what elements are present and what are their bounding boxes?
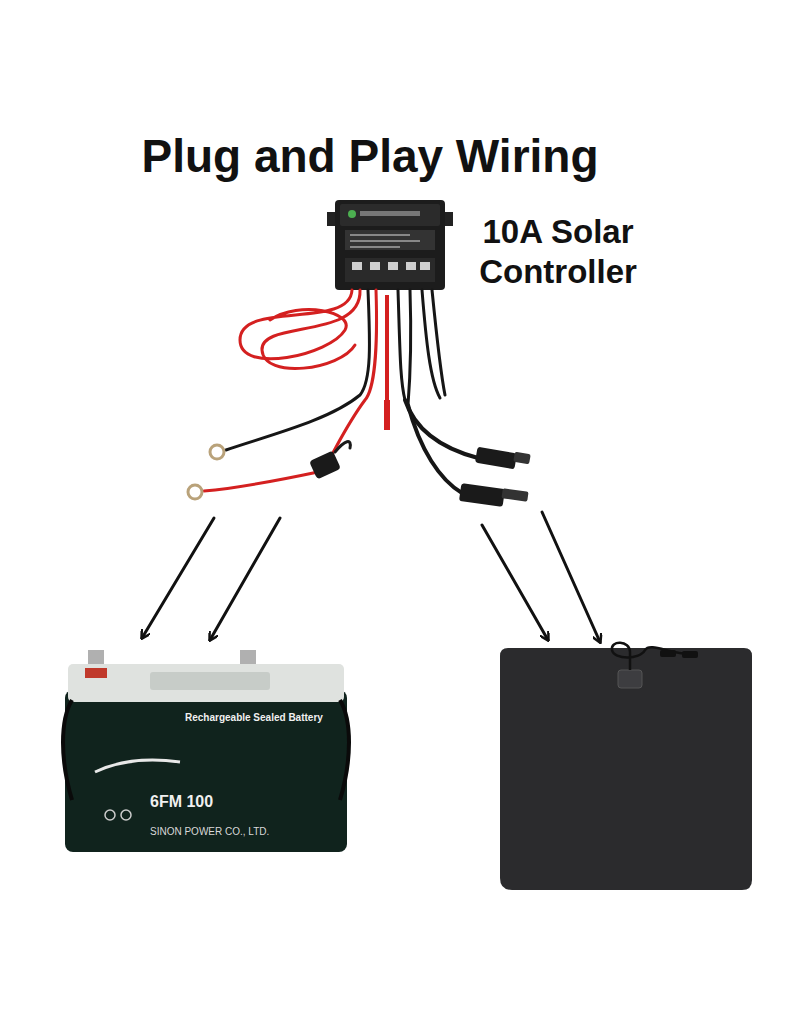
controller-label: 10A Solar Controller (452, 212, 664, 292)
battery-maker-text: SINON POWER CO., LTD. (150, 826, 320, 838)
solar-cables (300, 290, 478, 493)
battery-type-text: Rechargeable Sealed Battery (185, 712, 335, 724)
mc4-connectors (459, 447, 531, 507)
solar-panel (500, 643, 752, 890)
pointer-arrows (142, 512, 600, 642)
battery (63, 650, 349, 852)
battery-cables (188, 290, 390, 499)
battery-model-text: 6FM 100 (150, 792, 270, 812)
diagram-title: Plug and Play Wiring (90, 128, 650, 184)
charge-controller (327, 200, 453, 290)
